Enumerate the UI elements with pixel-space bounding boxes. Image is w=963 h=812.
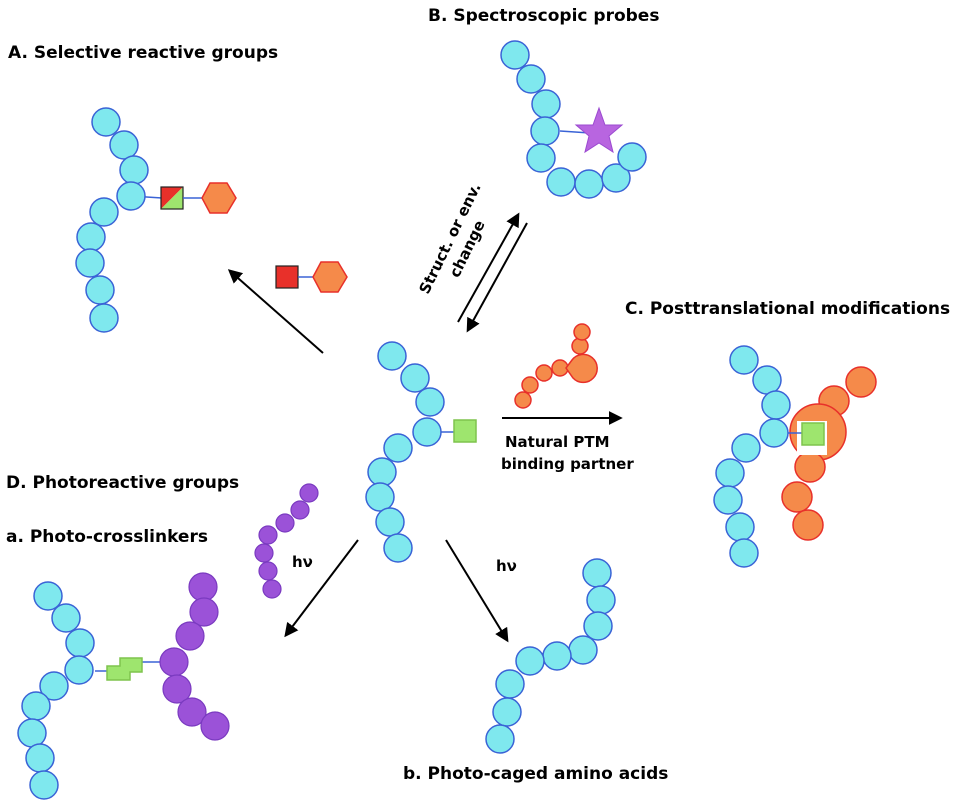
amino-acid-bead bbox=[375, 507, 405, 537]
amino-acid-bead bbox=[495, 669, 525, 699]
orange-hexagon-probe-A bbox=[201, 182, 237, 214]
label-posttranslational-modifications: C. Posttranslational modifications bbox=[625, 299, 950, 319]
amino-acid-bead bbox=[51, 603, 81, 633]
amino-acid-bead bbox=[85, 275, 115, 305]
ptm-green-tag bbox=[801, 422, 825, 446]
protein-a-chain bbox=[17, 581, 95, 800]
amino-acid-bead bbox=[415, 387, 445, 417]
amino-acid-bead bbox=[109, 130, 139, 160]
amino-acid-bead bbox=[412, 417, 442, 447]
arrow-to-A bbox=[227, 269, 324, 354]
amino-acid-bead bbox=[568, 635, 598, 665]
amino-acid-bead bbox=[377, 341, 407, 371]
amino-acid-bead bbox=[546, 167, 576, 197]
amino-acid-bead bbox=[492, 697, 522, 727]
amino-acid-bead bbox=[731, 433, 761, 463]
split-reactive-tag bbox=[160, 186, 184, 210]
amino-acid-bead bbox=[759, 418, 789, 448]
amino-acid-bead bbox=[601, 163, 631, 193]
hv-left-label: hν bbox=[292, 553, 313, 571]
ptm-binding-partner bbox=[514, 323, 598, 409]
amino-acid-bead bbox=[119, 155, 149, 185]
protein-A bbox=[75, 107, 237, 333]
amino-acid-bead bbox=[365, 482, 395, 512]
amino-acid-bead bbox=[89, 197, 119, 227]
amino-acid-bead bbox=[25, 743, 55, 773]
label-spectroscopic-probes: B. Spectroscopic probes bbox=[428, 6, 659, 26]
central-green-tag bbox=[453, 419, 477, 443]
purple-partner-free bbox=[254, 483, 319, 599]
star-fluorophore-icon bbox=[574, 106, 624, 154]
arrow-to-crosslinker bbox=[284, 539, 359, 638]
amino-acid-bead bbox=[400, 363, 430, 393]
amino-acid-bead bbox=[725, 512, 755, 542]
ptm-partner-line1: Natural PTM bbox=[505, 433, 610, 451]
amino-acid-bead bbox=[383, 433, 413, 463]
amino-acid-bead bbox=[367, 457, 397, 487]
protein-C-chain bbox=[713, 345, 791, 568]
central-protein bbox=[365, 341, 477, 563]
amino-acid-bead bbox=[729, 345, 759, 375]
amino-acid-bead bbox=[116, 181, 146, 211]
amino-acid-bead bbox=[574, 169, 604, 199]
amino-acid-bead bbox=[76, 222, 106, 252]
reactive-reagent bbox=[275, 261, 348, 293]
label-photo-crosslinkers: a. Photo-crosslinkers bbox=[6, 527, 208, 547]
amino-acid-bead bbox=[39, 671, 69, 701]
amino-acid-bead bbox=[542, 641, 572, 671]
protein-C bbox=[713, 345, 877, 568]
amino-acid-bead bbox=[64, 655, 94, 685]
label-photo-caged-amino-acids: b. Photo-caged amino acids bbox=[403, 764, 668, 784]
central-protein-chain bbox=[365, 341, 445, 563]
protein-B-chain bbox=[500, 40, 647, 199]
amino-acid-bead bbox=[530, 116, 560, 146]
amino-acid-bead bbox=[17, 718, 47, 748]
crosslink-tag bbox=[106, 657, 143, 681]
protein-A-chain bbox=[75, 107, 149, 333]
amino-acid-bead bbox=[500, 40, 530, 70]
amino-acid-bead bbox=[713, 485, 743, 515]
amino-acid-bead bbox=[89, 303, 119, 333]
amino-acid-bead bbox=[531, 89, 561, 119]
amino-acid-bead bbox=[715, 458, 745, 488]
protein-b-chain bbox=[485, 558, 616, 754]
amino-acid-bead bbox=[582, 558, 612, 588]
amino-acid-bead bbox=[583, 611, 613, 641]
label-photoreactive-groups: D. Photoreactive groups bbox=[6, 473, 239, 493]
amino-acid-bead bbox=[75, 248, 105, 278]
hv-right-label: hν bbox=[496, 557, 517, 575]
protein-b-photocaged bbox=[485, 558, 616, 754]
amino-acid-bead bbox=[761, 390, 791, 420]
amino-acid-bead bbox=[516, 64, 546, 94]
amino-acid-bead bbox=[33, 581, 63, 611]
amino-acid-bead bbox=[29, 770, 59, 800]
amino-acid-bead bbox=[485, 724, 515, 754]
amino-acid-bead bbox=[617, 142, 647, 172]
protein-a-crosslinked bbox=[17, 572, 230, 800]
ptm-partner-line2: binding partner bbox=[501, 455, 634, 473]
arrow-to-B bbox=[457, 212, 520, 323]
amino-acid-bead bbox=[65, 628, 95, 658]
amino-acid-bead bbox=[91, 107, 121, 137]
amino-acid-bead bbox=[515, 646, 545, 676]
amino-acid-bead bbox=[383, 533, 413, 563]
arrow-from-B bbox=[466, 222, 528, 333]
protein-B bbox=[500, 40, 647, 199]
arrow-to-photocaged bbox=[445, 539, 509, 643]
amino-acid-bead bbox=[21, 691, 51, 721]
amino-acid-bead bbox=[729, 538, 759, 568]
amino-acid-bead bbox=[586, 585, 616, 615]
amino-acid-bead bbox=[752, 365, 782, 395]
amino-acid-bead bbox=[526, 143, 556, 173]
label-selective-reactive-groups: A. Selective reactive groups bbox=[8, 43, 278, 63]
